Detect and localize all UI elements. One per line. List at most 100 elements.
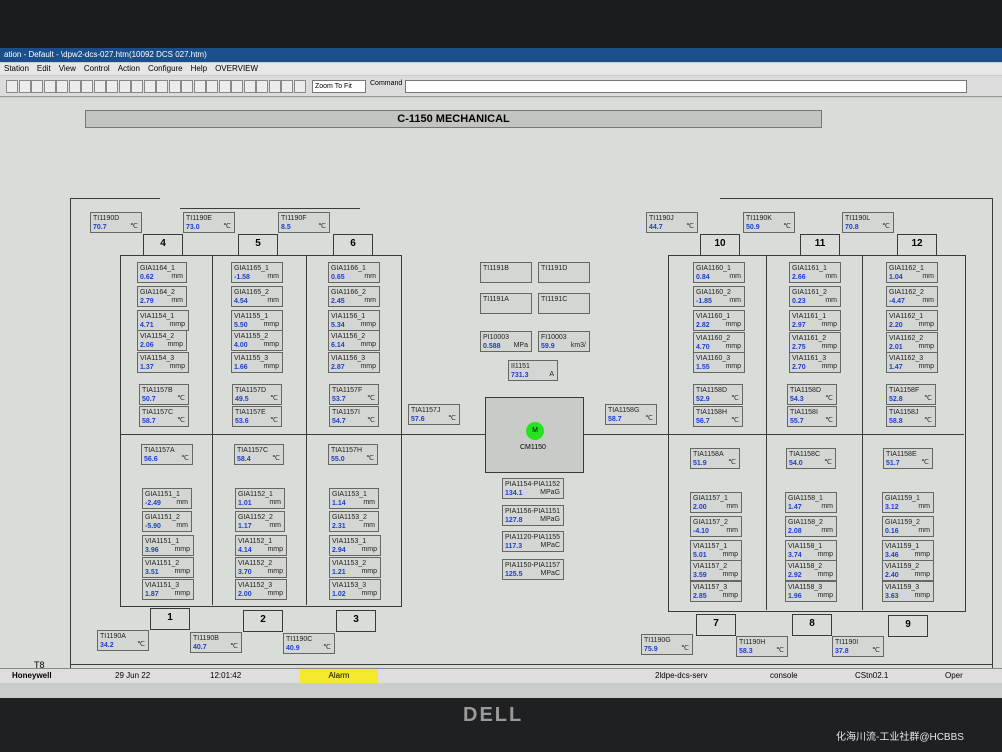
toolbar-button-icon[interactable] — [31, 80, 43, 93]
toolbar-button-icon[interactable] — [256, 80, 268, 93]
menu-item[interactable]: View — [58, 64, 76, 73]
tag-ti1191d[interactable]: TI1191D — [538, 262, 590, 283]
toolbar-button-icon[interactable] — [56, 80, 68, 93]
toolbar-button-icon[interactable] — [193, 80, 206, 93]
toolbar-button-icon[interactable] — [143, 80, 156, 93]
toolbar-button-icon[interactable] — [181, 80, 193, 93]
toolbar-button-icon[interactable] — [268, 80, 281, 93]
menu-item[interactable]: Station — [4, 64, 29, 73]
menu-item[interactable]: OVERVIEW — [215, 64, 259, 73]
toolbar-button-icon[interactable] — [81, 80, 93, 93]
menu-item[interactable]: Configure — [147, 64, 183, 73]
tag-ti1191c[interactable]: TI1191C — [538, 293, 590, 314]
toolbar-button-icon[interactable] — [206, 80, 218, 93]
tag-ti1191a[interactable]: TI1191A — [480, 293, 532, 314]
toolbar-button-icon[interactable] — [93, 80, 106, 93]
menu-item[interactable]: Action — [117, 64, 140, 73]
toolbar-button-icon[interactable] — [231, 80, 243, 93]
toolbar-button-icon[interactable] — [218, 80, 231, 93]
toolbar-button-icon[interactable] — [156, 80, 168, 93]
zoom-select[interactable]: Zoom To Fit — [312, 80, 366, 93]
menu-item[interactable]: Edit — [36, 64, 51, 73]
toolbar-button-icon[interactable] — [293, 80, 306, 93]
toolbar-button-icon[interactable] — [6, 80, 18, 93]
command-input[interactable] — [405, 80, 967, 93]
alarm-indicator[interactable]: Alarm — [300, 669, 378, 683]
